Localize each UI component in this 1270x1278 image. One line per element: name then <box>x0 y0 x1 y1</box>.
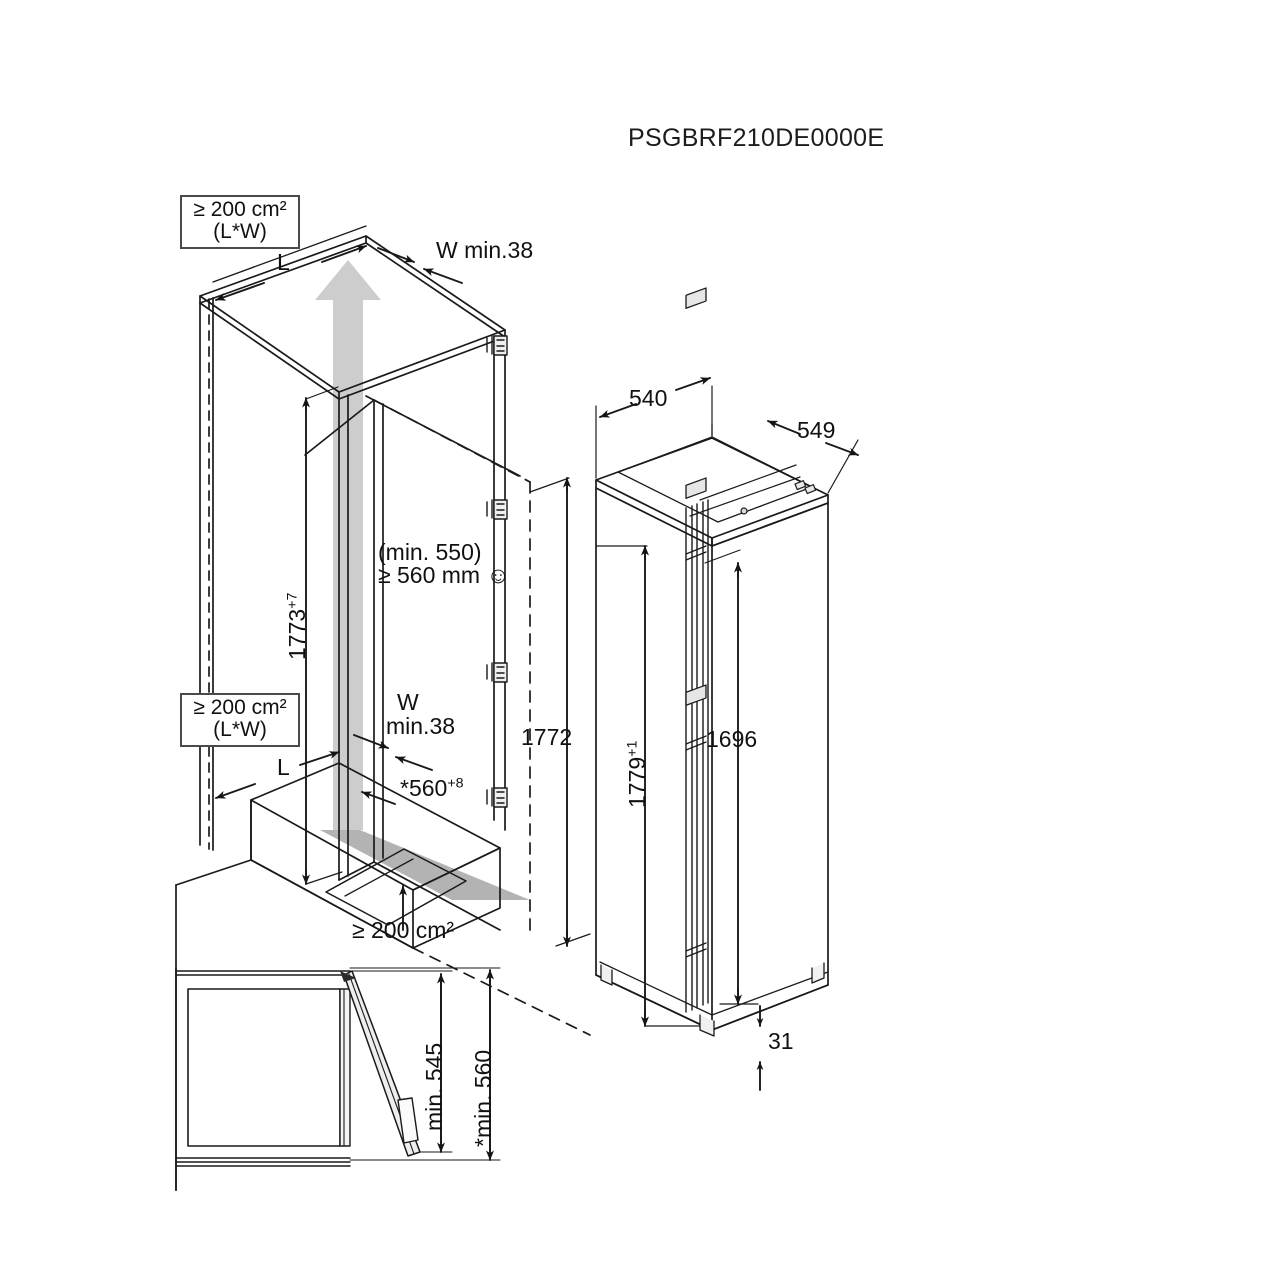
vent-note-bottom-line1: ≥ 200 cm² <box>193 696 287 719</box>
appliance-top-trim <box>617 436 813 523</box>
floor-hidden-diagonal <box>412 947 591 1036</box>
dim-value-door-panel-height: 1696 <box>706 726 758 752</box>
dim-560-arrow <box>361 791 396 805</box>
plan-appliance-body <box>187 988 341 1147</box>
plan-door-closed-strip <box>339 988 351 1147</box>
dim-label-door-panel-height: 1696 <box>706 727 757 752</box>
niche-depth-rec-note: ≥ 560 mm ☺ <box>378 562 510 588</box>
dim-W-top-left <box>377 247 415 263</box>
cabinet-niche-isometric <box>175 225 591 1191</box>
dim-549-left <box>767 420 801 435</box>
vent-note-top-line2: (L*W) <box>213 219 267 243</box>
appliance-hinge-2 <box>685 477 707 751</box>
dim-label-niche-door-height: 1772 <box>521 725 572 750</box>
plan-hinge-pivot <box>340 971 356 982</box>
dim-value-appliance-depth-total: 549 <box>797 417 836 443</box>
floor-line-left <box>175 859 252 886</box>
vent-note-bottom-line2: (L*W) <box>213 717 267 741</box>
niche-depth-hidden-line <box>373 399 531 483</box>
hinge-2 <box>486 499 508 520</box>
dim-label-door-swing-depth-alt: *min. 560 <box>470 1049 496 1147</box>
dimension-lines-left <box>215 245 591 947</box>
dim-L-bottom-left <box>215 783 256 799</box>
niche-hinge-group <box>486 335 508 808</box>
label-W-min-mid-line1: W <box>397 689 419 715</box>
label-W-min-mid-line2: min.38 <box>386 713 456 739</box>
airflow-floor-shadow <box>320 830 530 900</box>
niche-base-right <box>412 847 501 949</box>
vent-note-base: ≥ 200 cm² <box>352 917 455 943</box>
dim-549-right <box>825 442 859 456</box>
dim-value-door-swing-depth-alt: *min. 560 <box>470 1049 496 1147</box>
dim-value-niche-door-height: 1772 <box>521 724 573 750</box>
dim-value-niche-height: 1773 <box>284 608 310 660</box>
dim-label-niche-width: *560+8 <box>400 776 464 801</box>
dimension-lines-right <box>595 377 859 1091</box>
dim-label-niche-height: 1773+7 <box>284 592 310 660</box>
dim-L-top-left <box>215 282 265 301</box>
dim-tol-niche-height: +7 <box>284 592 301 609</box>
dim-W-mid-left <box>353 734 389 749</box>
dim-label-door-swing-depth: min. 545 <box>421 1042 447 1131</box>
hinge-4 <box>486 787 508 808</box>
niche-depth-min-note: (min. 550) <box>378 539 482 565</box>
label-L-top: L <box>277 249 290 275</box>
appliance-hinge-1 <box>685 287 707 561</box>
dim-L-bottom-right <box>299 751 340 766</box>
dim-value-door-swing-depth: min. 545 <box>421 1042 447 1131</box>
appliance-top-panel <box>595 437 829 539</box>
appliance-plinth-line <box>599 961 829 1016</box>
hinge-3 <box>486 662 508 683</box>
dim-tol-niche-width: +8 <box>447 775 464 792</box>
base-vent-slot <box>325 848 467 926</box>
vent-note-top: ≥ 200 cm² (L*W) <box>180 195 300 249</box>
label-L-bottom: L <box>277 754 290 780</box>
appliance-isometric <box>595 287 829 1037</box>
vent-note-bottom: ≥ 200 cm² (L*W) <box>180 693 300 747</box>
dim-value-plinth-height: 31 <box>768 1028 794 1054</box>
dim-540-left <box>599 403 637 418</box>
hinge-1 <box>486 335 508 356</box>
appliance-right-face <box>711 502 829 1031</box>
dimension-lines-plan <box>437 969 494 1161</box>
appliance-hinge-3 <box>685 684 707 958</box>
niche-panel-top-slope <box>304 399 375 456</box>
dim-W-top-right <box>423 268 463 284</box>
page-title: PSGBRF210DE0000E <box>628 124 885 152</box>
appliance-feet <box>600 962 825 1037</box>
dim-value-niche-width: *560 <box>400 775 448 801</box>
vent-note-top-line1: ≥ 200 cm² <box>193 198 287 221</box>
plan-door-handle <box>397 1097 419 1144</box>
dim-L-top-right <box>321 245 367 263</box>
appliance-door-edge <box>685 499 709 1013</box>
ext-line-L-top <box>212 225 367 283</box>
dim-label-appliance-depth-total: 549 <box>797 418 835 443</box>
dim-label-appliance-depth: 540 <box>629 386 667 411</box>
dim-tol-appliance-height: +1 <box>624 740 641 757</box>
dim-540-right <box>675 377 711 391</box>
label-W-min-top: W min.38 <box>436 237 534 263</box>
dim-value-appliance-height: 1779 <box>624 756 650 808</box>
dim-W-mid-right <box>395 756 433 771</box>
dim-value-appliance-depth: 540 <box>629 385 668 411</box>
appliance-left-face <box>595 487 713 1031</box>
appliance-hinge-group <box>685 287 707 958</box>
plan-view-door-swing <box>175 967 501 1191</box>
dim-label-appliance-height: 1779+1 <box>624 740 650 808</box>
dim-label-plinth-height: 31 <box>768 1029 794 1054</box>
